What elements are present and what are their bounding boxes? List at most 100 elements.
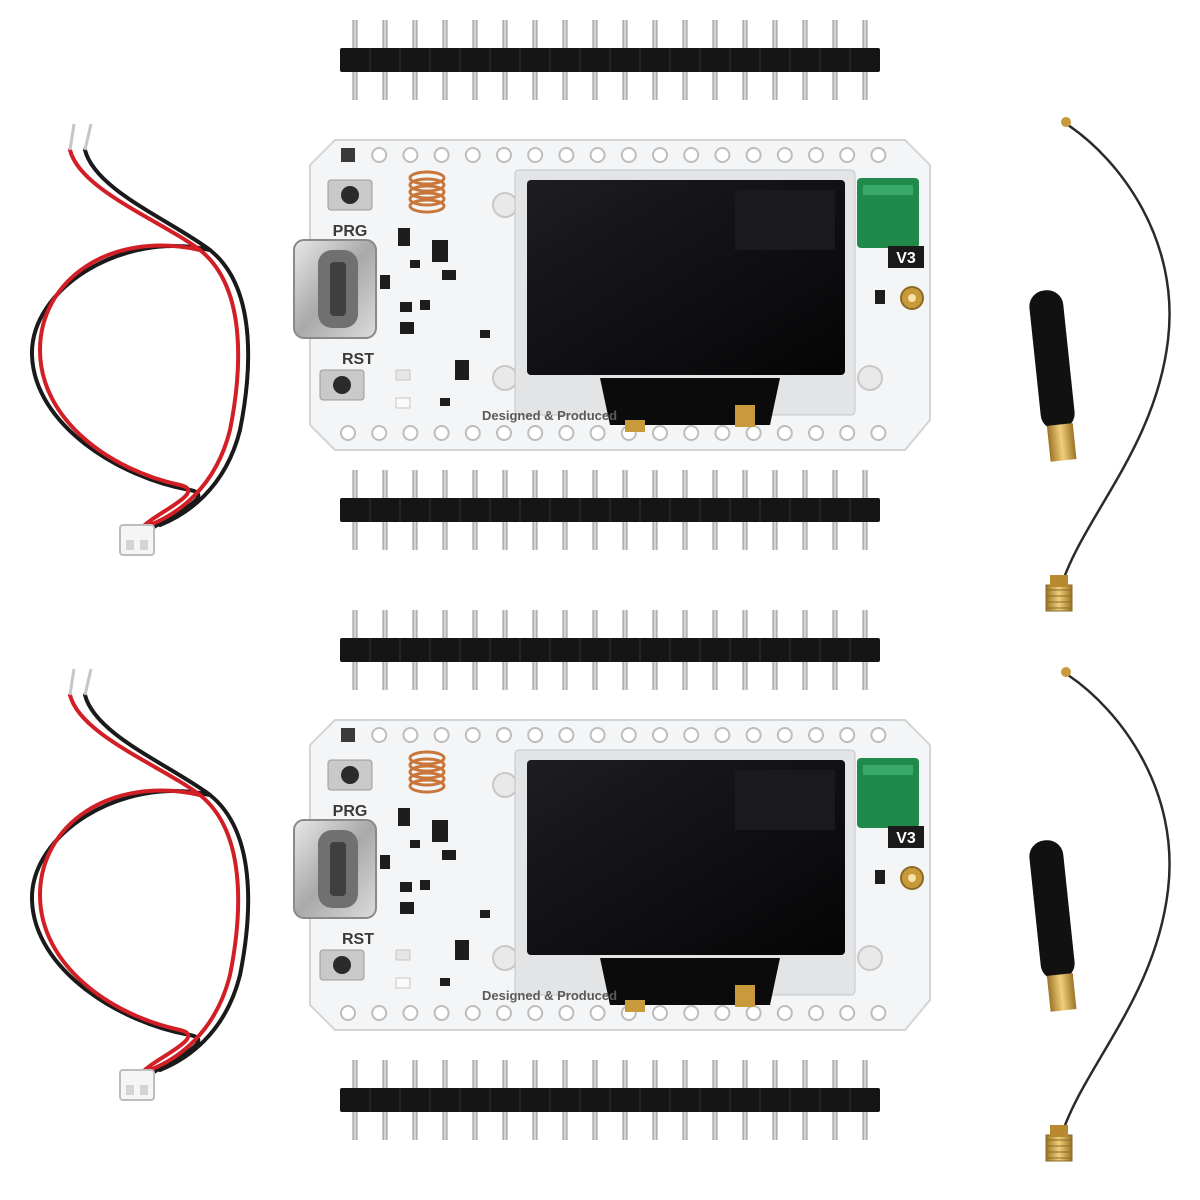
pin-hole — [402, 1005, 419, 1021]
pin-hole — [870, 1005, 887, 1021]
pin-hole — [340, 425, 356, 441]
version-label: V3 — [896, 250, 916, 267]
version-label: V3 — [896, 830, 916, 847]
smd-component — [400, 322, 414, 334]
pin-hole — [714, 727, 731, 743]
pin-hole — [527, 1005, 544, 1021]
pin-hole — [870, 425, 887, 441]
led — [395, 949, 411, 961]
ipex-plug — [1061, 667, 1071, 677]
smd-component — [380, 275, 390, 289]
prg-button-cap — [341, 186, 359, 204]
pin-hole — [714, 147, 731, 163]
battery-cable — [29, 668, 251, 1101]
version-badge — [888, 246, 924, 268]
battery-cables — [29, 123, 251, 1101]
pin-hole — [839, 425, 856, 441]
smd-component — [455, 360, 469, 380]
smd-component — [440, 398, 450, 406]
pin-hole — [745, 147, 762, 163]
pin-hole — [371, 727, 388, 743]
maker-silkscreen: Designed & Produced — [482, 988, 617, 1003]
pin-hole — [558, 727, 575, 743]
smd-component — [380, 855, 390, 869]
wire-tip — [68, 668, 76, 696]
pin-hole — [433, 147, 450, 163]
antenna-kits — [1029, 117, 1171, 1162]
pin-hole — [808, 727, 824, 743]
smd-component — [455, 940, 469, 960]
pigtail-cable — [1058, 673, 1171, 1141]
jst-connector — [119, 1069, 155, 1101]
pin-hole — [589, 1005, 606, 1021]
wifi-chip-antenna — [857, 758, 919, 828]
pin-hole — [433, 1005, 450, 1021]
smd-component — [432, 240, 448, 262]
smd-component — [875, 290, 885, 304]
pin-hole — [808, 1005, 824, 1021]
pin-hole — [745, 727, 762, 743]
oled-reflection — [735, 770, 835, 830]
smd-component — [400, 882, 412, 892]
pin-hole — [839, 727, 856, 743]
pin-hole — [776, 1005, 793, 1021]
flex-contact — [625, 420, 645, 432]
pin-hole — [683, 727, 700, 743]
prg-label: PRG — [333, 223, 368, 240]
pin-hole — [433, 425, 450, 441]
pin-hole — [683, 425, 700, 441]
pin-hole — [527, 147, 544, 163]
pin-hole — [839, 147, 856, 163]
pin-hole — [870, 727, 887, 743]
pin-hole — [776, 147, 793, 163]
pin-header-strip — [340, 1060, 880, 1140]
pin-hole — [496, 425, 512, 441]
smd-component — [400, 902, 414, 914]
wire-tip — [68, 123, 76, 151]
smd-component — [410, 840, 420, 848]
pin-hole — [652, 425, 668, 441]
pin-hole — [464, 1005, 481, 1021]
flex-contact — [735, 985, 755, 1007]
pin-hole — [652, 727, 668, 743]
rst-button-cap — [333, 956, 351, 974]
prg-label: PRG — [333, 803, 368, 820]
ipex-plug — [1061, 117, 1071, 127]
smd-component — [480, 910, 490, 918]
pin-hole — [714, 1005, 731, 1021]
pin-hole — [464, 727, 481, 743]
pin-hole — [589, 727, 606, 743]
pin-hole — [776, 727, 793, 743]
sma-plug — [1046, 973, 1077, 1012]
pin-hole — [558, 147, 575, 163]
pin-hole — [340, 1005, 356, 1021]
pin-hole — [839, 1005, 856, 1021]
smd-component — [420, 300, 430, 310]
pin-header-strip — [340, 470, 880, 550]
rst-button-cap — [333, 376, 351, 394]
pin-hole — [589, 425, 606, 441]
antenna-kit — [1029, 117, 1171, 612]
rst-label: RST — [342, 351, 374, 368]
pin-hole — [745, 1005, 762, 1021]
pin-hole — [683, 147, 700, 163]
pin-hole — [652, 147, 668, 163]
pin-hole — [496, 1005, 512, 1021]
smd-component — [480, 330, 490, 338]
oled-reflection — [735, 190, 835, 250]
pin-hole — [620, 147, 637, 163]
version-badge — [888, 826, 924, 848]
jst-connector — [119, 524, 155, 556]
smd-component — [440, 978, 450, 986]
pin-hole — [558, 1005, 575, 1021]
sma-plug — [1046, 423, 1077, 462]
red-wire — [37, 148, 241, 532]
battery-cable — [29, 123, 251, 556]
mount-hole — [492, 365, 518, 391]
pin-hole — [402, 425, 419, 441]
antenna-kit — [1029, 667, 1171, 1162]
mount-hole — [492, 945, 518, 971]
pin-hole — [402, 727, 419, 743]
led — [395, 369, 411, 381]
